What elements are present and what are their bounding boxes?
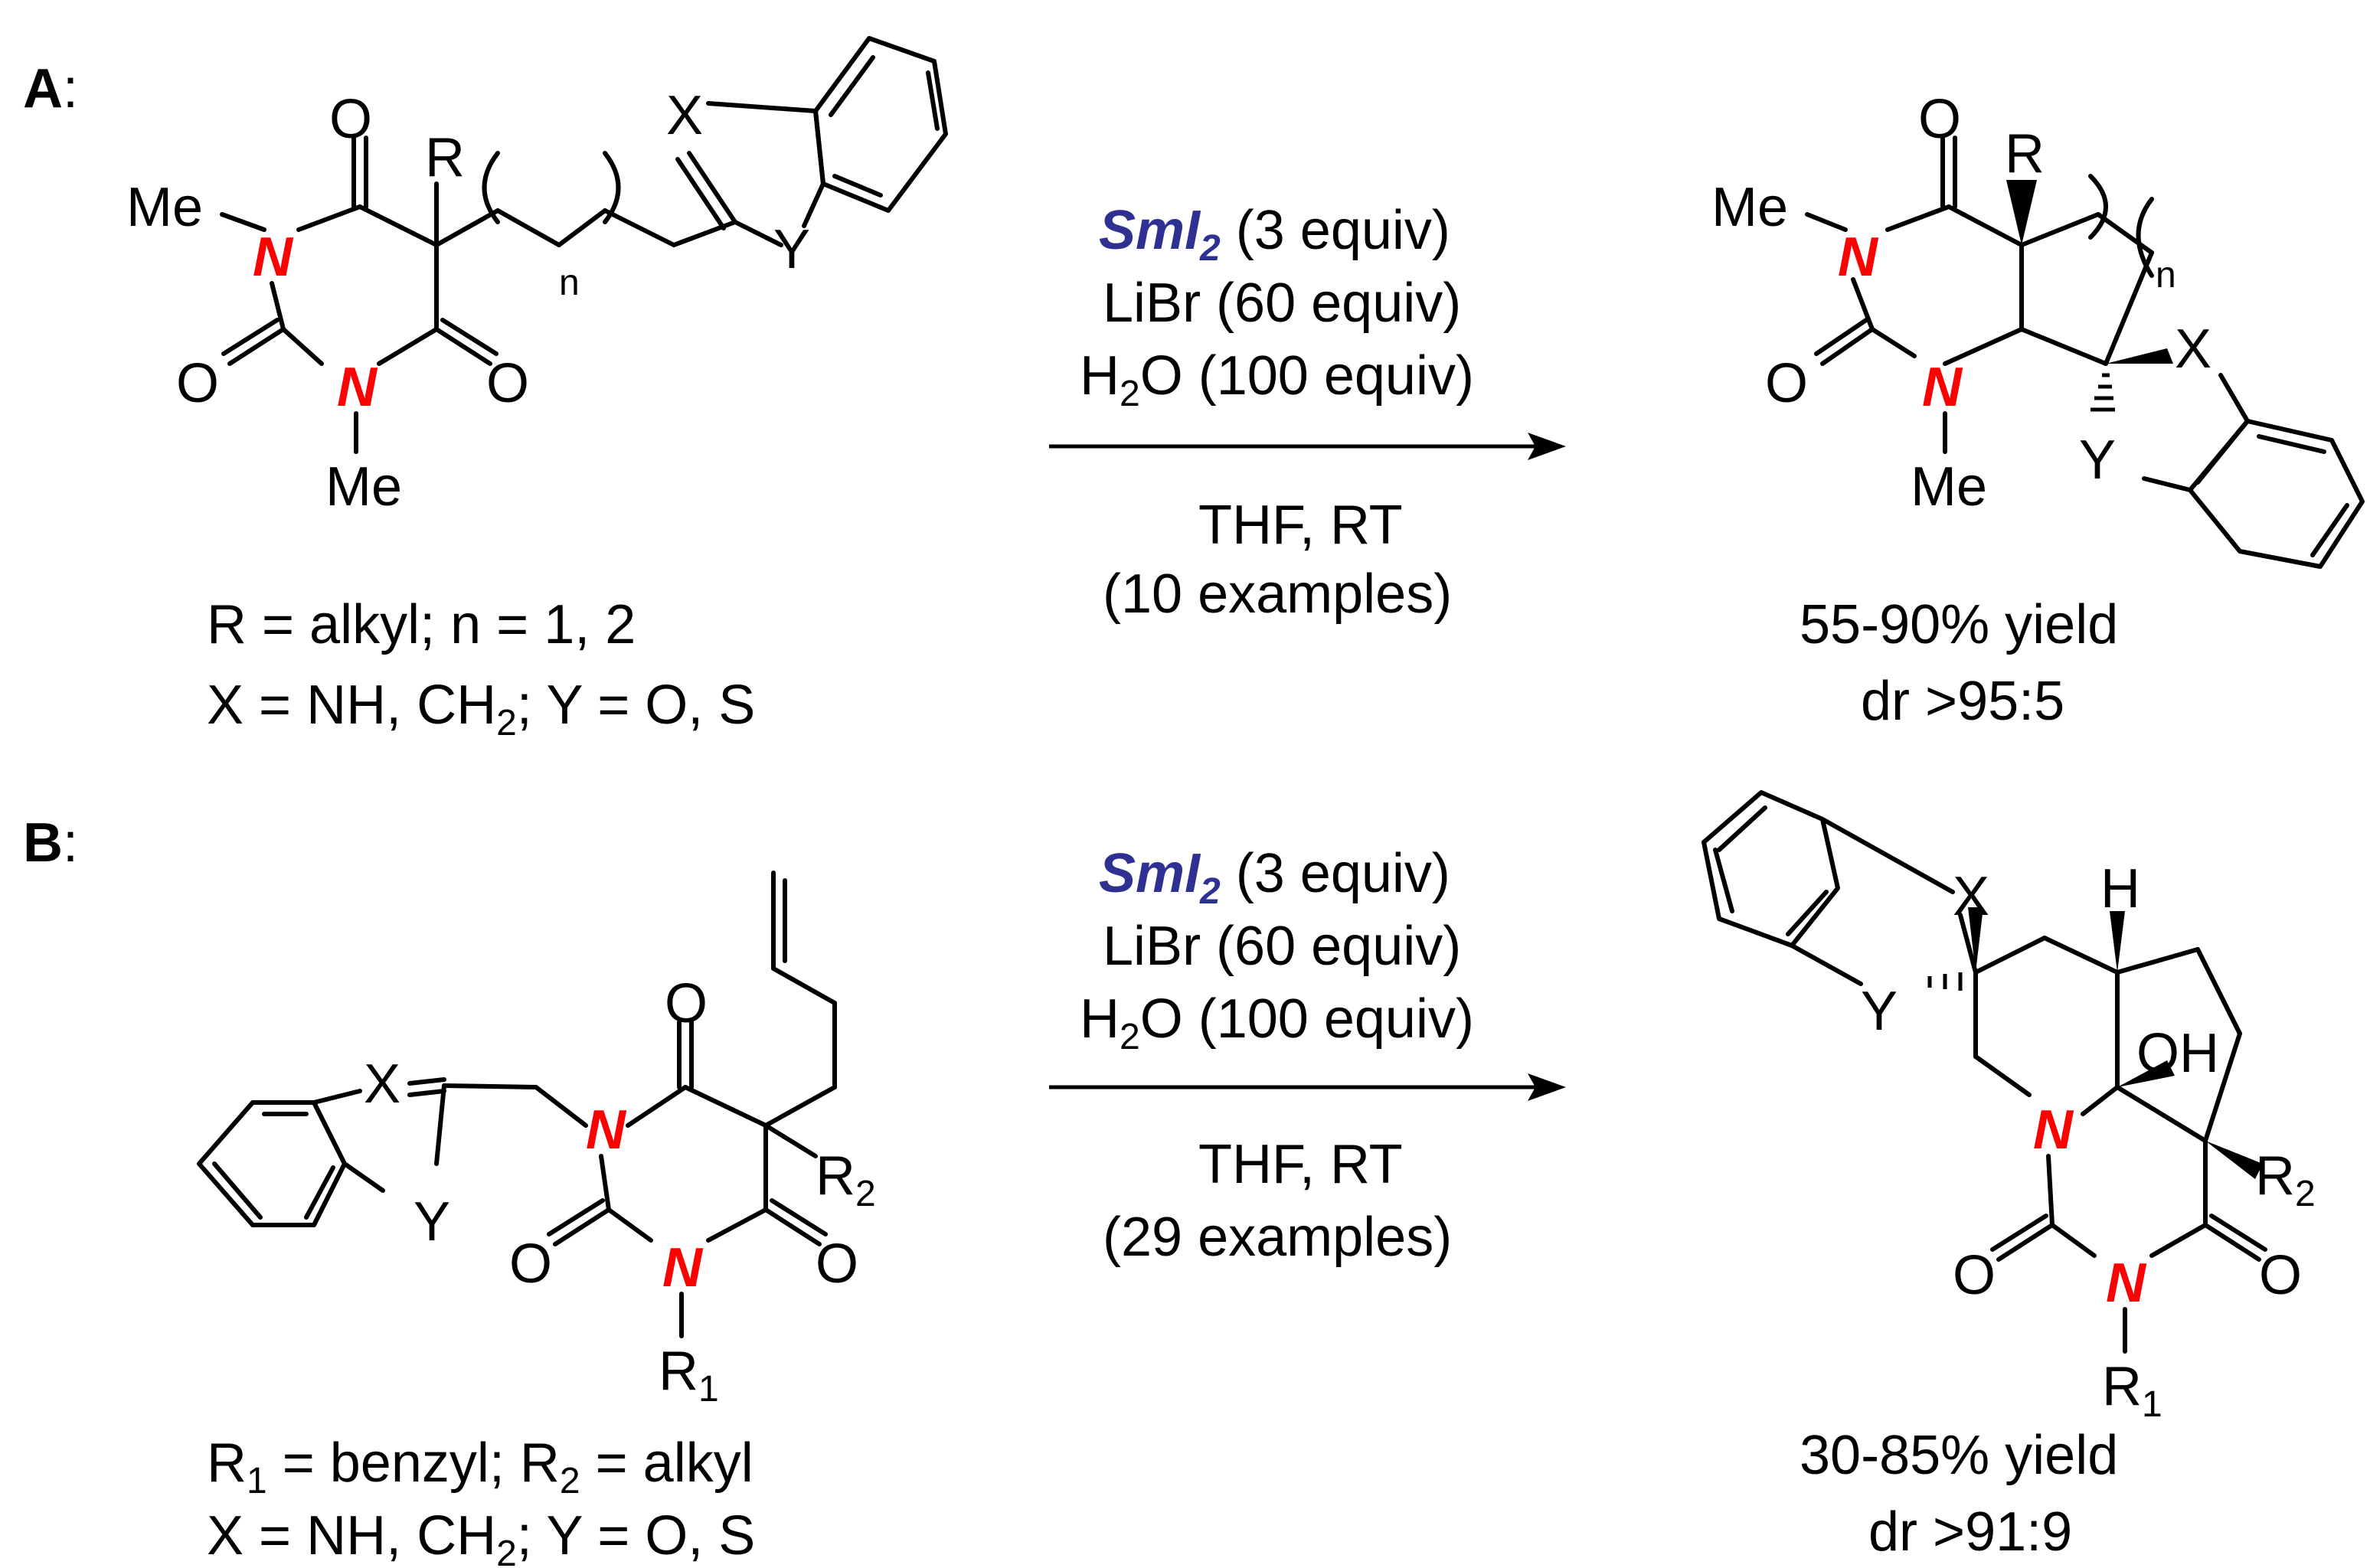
reactant-a-o-left: O: [176, 353, 219, 414]
product-b-x: X: [1953, 866, 1989, 927]
conditions-b-line2: LiBr (60 equiv): [1103, 916, 1461, 977]
product-a-structure: [1805, 136, 2365, 569]
reactant-b-x: X: [364, 1054, 400, 1115]
substituents-b-line1: R1 = benzyl; R2 = alkyl: [207, 1432, 753, 1501]
conditions-b-line5: (29 examples): [1103, 1207, 1452, 1268]
reactant-b-y: Y: [414, 1191, 450, 1253]
product-b-structure: [1701, 790, 2267, 1354]
reactant-a-structure: [220, 36, 948, 454]
reactant-b-structure: [197, 871, 837, 1338]
panel-a: A:: [23, 36, 2365, 743]
product-a-n-sub: n: [2156, 255, 2176, 296]
conditions-a-line2: LiBr (60 equiv): [1103, 273, 1461, 334]
product-b-wedge-x: [1968, 907, 1983, 972]
reactant-b-r2: R2: [816, 1145, 876, 1214]
product-b-r2: R2: [2255, 1145, 2316, 1214]
product-b-r1: R1: [2102, 1356, 2162, 1425]
product-b-o-right: O: [2259, 1245, 2302, 1306]
reactant-b-o-top: O: [665, 973, 708, 1034]
product-a-o-top: O: [1918, 89, 1961, 150]
reactant-b-r1: R1: [659, 1341, 719, 1410]
product-a-me-top: Me: [1711, 177, 1788, 238]
reactant-b-o-right: O: [816, 1233, 858, 1295]
product-b-oh: OH: [2136, 1023, 2219, 1084]
product-a-x: X: [2175, 318, 2211, 380]
product-a-me-bottom: Me: [1911, 456, 1987, 518]
reactant-a-me-top: Me: [126, 177, 203, 238]
reactant-b-o-left: O: [509, 1233, 552, 1295]
conditions-b-line4: THF, RT: [1198, 1134, 1403, 1195]
product-a-n1: N: [1838, 227, 1879, 288]
panel-a-label: A:: [23, 58, 78, 119]
reaction-arrow-b-head: [1528, 1073, 1566, 1101]
reactant-a-o-top: O: [329, 89, 372, 150]
product-a-hash-y: [2091, 373, 2115, 412]
product-b-wedge-h: [2110, 911, 2125, 972]
product-b-wedge-r2: [2205, 1141, 2263, 1179]
panel-b-label: B:: [23, 812, 78, 874]
product-b-n2: N: [2106, 1253, 2147, 1314]
substituents-b-line2: X = NH, CH2; Y = O, S: [207, 1505, 755, 1568]
conditions-a-line4: THF, RT: [1198, 495, 1403, 556]
reaction-arrow-a-head: [1528, 433, 1566, 460]
conditions-b: SmI2 (3 equiv) LiBr (60 equiv) H2O (100 …: [1049, 843, 1566, 1268]
reactant-a-o-right: O: [486, 353, 529, 414]
reactant-a-n2: N: [337, 357, 378, 418]
reactant-b-n1: N: [586, 1099, 627, 1161]
product-a-n2: N: [1922, 357, 1963, 418]
substituents-a-line1: R = alkyl; n = 1, 2: [207, 594, 636, 655]
reactant-a-me-bottom: Me: [325, 456, 402, 518]
product-a-o-left: O: [1765, 353, 1808, 414]
reactant-a-x: X: [666, 85, 703, 146]
conditions-b-reagent: SmI2 (3 equiv): [1099, 843, 1450, 912]
reactant-a-y: Y: [773, 219, 810, 280]
product-b-h: H: [2100, 858, 2140, 920]
conditions-a-reagent: SmI2 (3 equiv): [1099, 200, 1450, 269]
product-b-o-left: O: [1953, 1245, 1996, 1306]
product-a-wedge-x: [2106, 348, 2173, 364]
product-a-y: Y: [2079, 430, 2116, 491]
panel-b: B:: [23, 790, 2316, 1568]
conditions-a-line5: (10 examples): [1103, 564, 1452, 625]
result-b-yield: 30-85% yield: [1800, 1425, 2118, 1486]
product-b-wedge-oh: [2117, 1060, 2175, 1087]
reactant-a-r: R: [425, 127, 465, 188]
result-a-dr: dr >95:5: [1861, 671, 2064, 732]
substituents-a-line2: X = NH, CH2; Y = O, S: [207, 675, 755, 743]
product-b-n1: N: [2033, 1099, 2074, 1161]
product-a-wedge-r: [2006, 180, 2037, 245]
conditions-b-line3: H2O (100 equiv): [1080, 988, 1474, 1057]
conditions-a: SmI2 (3 equiv) LiBr (60 equiv) H2O (100 …: [1049, 200, 1566, 625]
reactant-b-n2: N: [662, 1237, 704, 1298]
result-b-dr: dr >91:9: [1868, 1501, 2072, 1563]
reactant-a-n1: N: [253, 227, 294, 288]
result-a-yield: 55-90% yield: [1800, 594, 2118, 655]
product-a-r: R: [2005, 123, 2045, 185]
reactant-a-n-sub: n: [559, 263, 580, 303]
product-b-y: Y: [1861, 981, 1898, 1042]
conditions-a-line3: H2O (100 equiv): [1080, 345, 1474, 414]
product-b-hash-y: [1927, 972, 1963, 991]
